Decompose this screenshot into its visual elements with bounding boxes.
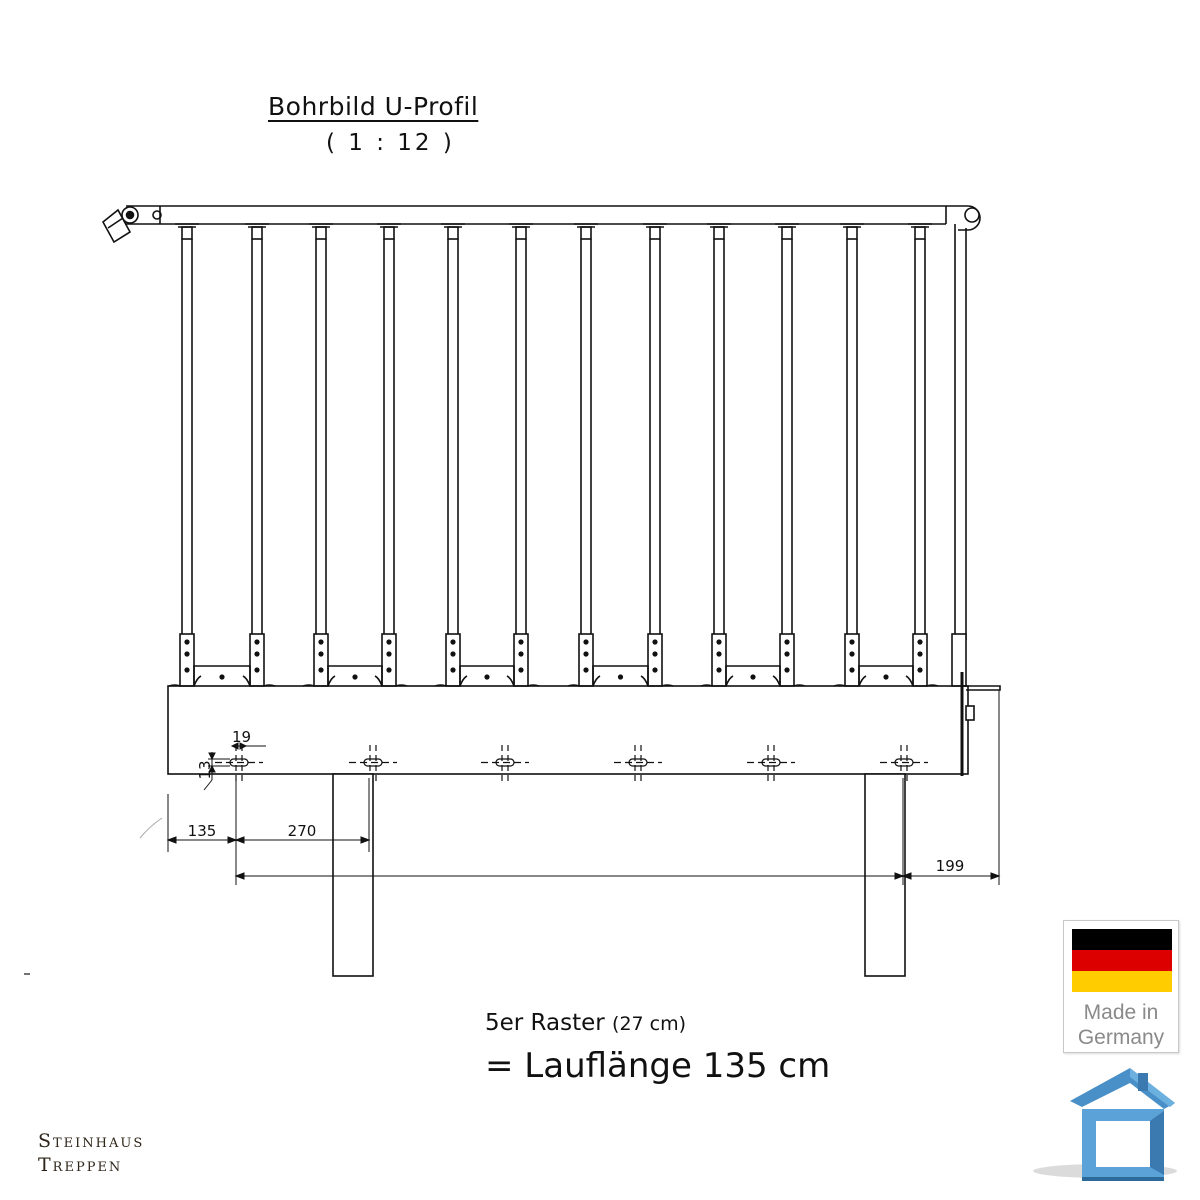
drawing-title: Bohrbild U-Profil [268,92,479,121]
post-base-plate [592,665,649,686]
stair-stringer-legs [332,773,906,977]
baluster-post [700,223,734,687]
dim-first-offset: 135 [188,822,217,840]
dim-hole-height: 13 [196,760,214,779]
baluster-post [168,223,202,687]
post-base-plate [858,665,914,686]
made-in-germany-badge: Made in Germany [1063,920,1179,1053]
baluster-post [905,223,939,687]
u-profile-beam [167,672,1001,776]
baluster-post [567,223,601,687]
flag-stripe-red [1072,950,1172,971]
handrail [101,205,981,687]
baluster-post [833,223,867,687]
dimension-lines [139,690,1001,885]
dim-end-offset: 199 [936,857,965,875]
drill-hole [215,745,263,782]
baluster-post [772,223,806,687]
brand-line1: Steinhaus [38,1130,145,1152]
house-logo-icon [1033,1068,1177,1181]
baluster-post [506,223,540,687]
brand-logo-text: Steinhaus Treppen [38,1129,144,1177]
raster-label: 5er Raster [485,1010,605,1036]
dim-hole-width: 19 [232,728,251,746]
flag-stripe-gold [1072,971,1172,992]
brand-line2: Treppen [38,1154,123,1176]
baluster-post [374,223,408,687]
post-base-plate [327,665,383,686]
drawing-scale: ( 1 : 12 ) [326,130,455,156]
post-base-plate [725,665,781,686]
drill-hole [747,745,795,782]
raster-note: (27 cm) [612,1013,687,1035]
badge-line1: Made in [1083,1001,1159,1024]
post-base-plate [193,665,251,686]
post-base-plate [459,665,515,686]
baluster-post [434,223,468,687]
baluster-post [640,223,674,687]
germany-flag-icon [1072,929,1172,950]
drill-hole [614,745,662,782]
dim-spacing: 270 [288,822,317,840]
baluster-post [302,223,336,687]
lauflaenge-caption: = Lauflänge 135 cm [485,1046,831,1086]
drill-hole [481,745,529,782]
badge-line2: Germany [1077,1026,1165,1049]
raster-caption: 5er Raster (27 cm) [485,1010,686,1036]
baluster-post [242,223,276,687]
made-in-germany-text: Made in Germany [1064,1000,1178,1050]
